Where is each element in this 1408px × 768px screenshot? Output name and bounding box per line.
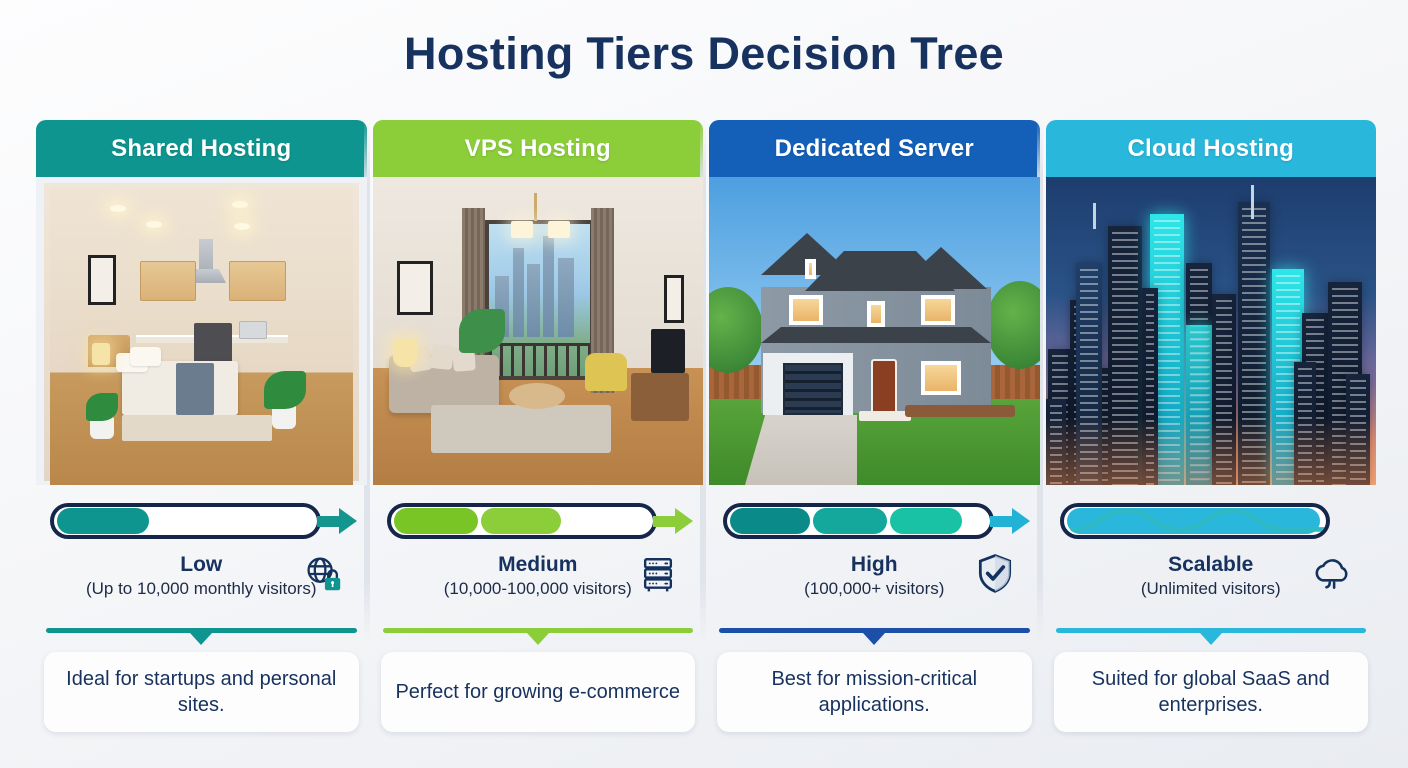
traffic-capacity-bar-vps bbox=[386, 503, 657, 539]
illustration-studio-apartment-room bbox=[36, 177, 367, 485]
hosting-tier-columns: Shared Hosting bbox=[36, 120, 1376, 732]
traffic-detail-label: (10,000-100,000 visitors) bbox=[443, 579, 632, 598]
column-divider bbox=[363, 120, 370, 640]
tier-column-shared-hosting[interactable]: Shared Hosting bbox=[36, 120, 370, 732]
metric-block-shared-hosting: Low (Up to 10,000 monthly visitors) bbox=[36, 485, 367, 620]
caption-text: Suited for global SaaS and enterprises. bbox=[1091, 667, 1330, 716]
traffic-capacity-bar-cloud bbox=[1059, 503, 1330, 539]
tier-header-cloud-hosting[interactable]: Cloud Hosting bbox=[1045, 120, 1376, 177]
tier-header-vps-hosting[interactable]: VPS Hosting bbox=[372, 120, 703, 177]
traffic-level-label: Scalable bbox=[1168, 553, 1254, 576]
arrow-right-icon bbox=[988, 508, 1032, 534]
tier-accent-rule bbox=[382, 628, 693, 633]
tier-header-label: Cloud Hosting bbox=[1127, 134, 1295, 162]
server-rack-icon bbox=[635, 551, 681, 597]
caption-text: Best for mission-critical applications. bbox=[771, 667, 978, 716]
arrow-right-icon bbox=[651, 508, 695, 534]
caption-pointer bbox=[526, 633, 549, 645]
sine-wave-overlay bbox=[1070, 508, 1326, 532]
illustration-city-skyline bbox=[1045, 177, 1376, 485]
tier-accent-rule bbox=[1055, 628, 1366, 633]
caption-pointer bbox=[190, 633, 213, 645]
caption-text: Ideal for startups and personal sites. bbox=[66, 667, 337, 716]
metric-block-vps-hosting: Medium (10,000-100,000 visitors) bbox=[373, 485, 704, 620]
traffic-level-label: High bbox=[850, 553, 898, 576]
column-divider bbox=[1036, 120, 1043, 640]
traffic-detail-label: (100,000+ visitors) bbox=[804, 579, 945, 598]
cloud-icon bbox=[1308, 551, 1354, 597]
caption-card-vps-hosting[interactable]: Perfect for growing e-commerce bbox=[380, 652, 695, 732]
traffic-capacity-bar-shared bbox=[50, 503, 321, 539]
caption-text: Perfect for growing e-commerce bbox=[395, 680, 681, 703]
traffic-capacity-bar-dedicated bbox=[723, 503, 994, 539]
tier-header-label: VPS Hosting bbox=[464, 134, 611, 162]
metric-block-cloud-hosting: Scalable (Unlimited visitors) bbox=[1046, 485, 1377, 620]
arrow-right-icon bbox=[315, 508, 359, 534]
tier-column-vps-hosting[interactable]: VPS Hosting bbox=[372, 120, 706, 732]
caption-card-cloud-hosting[interactable]: Suited for global SaaS and enterprises. bbox=[1053, 652, 1368, 732]
tier-header-dedicated-server[interactable]: Dedicated Server bbox=[709, 120, 1040, 177]
globe-lock-icon bbox=[299, 551, 345, 597]
caption-card-shared-hosting[interactable]: Ideal for startups and personal sites. bbox=[44, 652, 359, 732]
tier-header-label: Dedicated Server bbox=[774, 134, 974, 162]
column-divider bbox=[700, 120, 706, 640]
page-title: Hosting Tiers Decision Tree bbox=[404, 28, 1004, 79]
traffic-detail-label: (Up to 10,000 monthly visitors) bbox=[85, 579, 317, 598]
tier-column-dedicated-server[interactable]: Dedicated Server bbox=[709, 120, 1043, 732]
illustration-detached-house bbox=[709, 177, 1040, 485]
traffic-detail-label: (Unlimited visitors) bbox=[1140, 579, 1281, 598]
tier-header-shared-hosting[interactable]: Shared Hosting bbox=[36, 120, 367, 177]
traffic-level-label: Low bbox=[180, 553, 223, 576]
tier-column-cloud-hosting[interactable]: Cloud Hosting bbox=[1045, 120, 1377, 732]
traffic-level-label: Medium bbox=[498, 553, 578, 576]
metric-block-dedicated-server: High (100,000+ visitors) bbox=[709, 485, 1040, 620]
tier-accent-rule bbox=[719, 628, 1030, 633]
shield-check-icon bbox=[972, 551, 1018, 597]
caption-card-dedicated-server[interactable]: Best for mission-critical applications. bbox=[717, 652, 1032, 732]
caption-pointer bbox=[1199, 633, 1222, 645]
tier-accent-rule bbox=[46, 628, 357, 633]
tier-header-label: Shared Hosting bbox=[111, 134, 292, 162]
illustration-apartment-living-room bbox=[372, 177, 703, 485]
caption-pointer bbox=[863, 633, 886, 645]
